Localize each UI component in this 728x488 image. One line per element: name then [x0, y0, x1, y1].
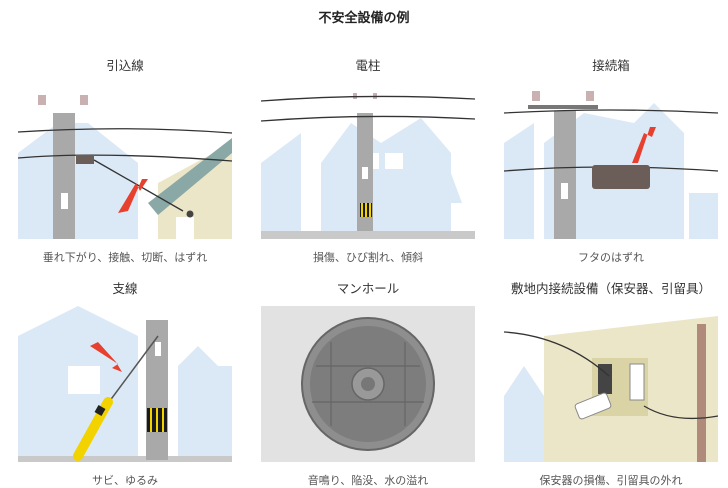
page-title: 不安全設備の例: [318, 11, 410, 26]
panel-heading: 電柱: [355, 58, 381, 73]
junction-box-illustration: [504, 83, 718, 239]
panel-caption: 損傷、ひび割れ、傾斜: [312, 251, 424, 264]
guy-wire-illustration: [18, 306, 232, 462]
panel-heading: 敷地内接続設備（保安器、引留具）: [510, 281, 711, 296]
panel-heading: 接続箱: [592, 58, 630, 73]
panel-caption: サビ、ゆるみ: [92, 474, 158, 487]
warning-arrow-icon: [118, 179, 148, 213]
manhole-illustration: [261, 306, 475, 462]
panel-heading: マンホール: [336, 281, 400, 296]
panel-caption: フタのはずれ: [578, 251, 644, 264]
utility-pole-illustration: [261, 83, 475, 239]
on-premises-equipment-illustration: [504, 306, 718, 462]
panel-caption: 音鳴り、陥没、水の溢れ: [307, 474, 429, 487]
panel-caption: 保安器の損傷、引留具の外れ: [539, 474, 683, 487]
warning-arrow-icon: [90, 342, 122, 372]
panel-heading: 引込線: [106, 58, 144, 73]
drop-wire-illustration: [18, 83, 232, 239]
panel-caption: 垂れ下がり、接触、切断、はずれ: [42, 251, 208, 264]
warning-arrow-icon: [632, 127, 656, 163]
panel-heading: 支線: [112, 281, 138, 296]
